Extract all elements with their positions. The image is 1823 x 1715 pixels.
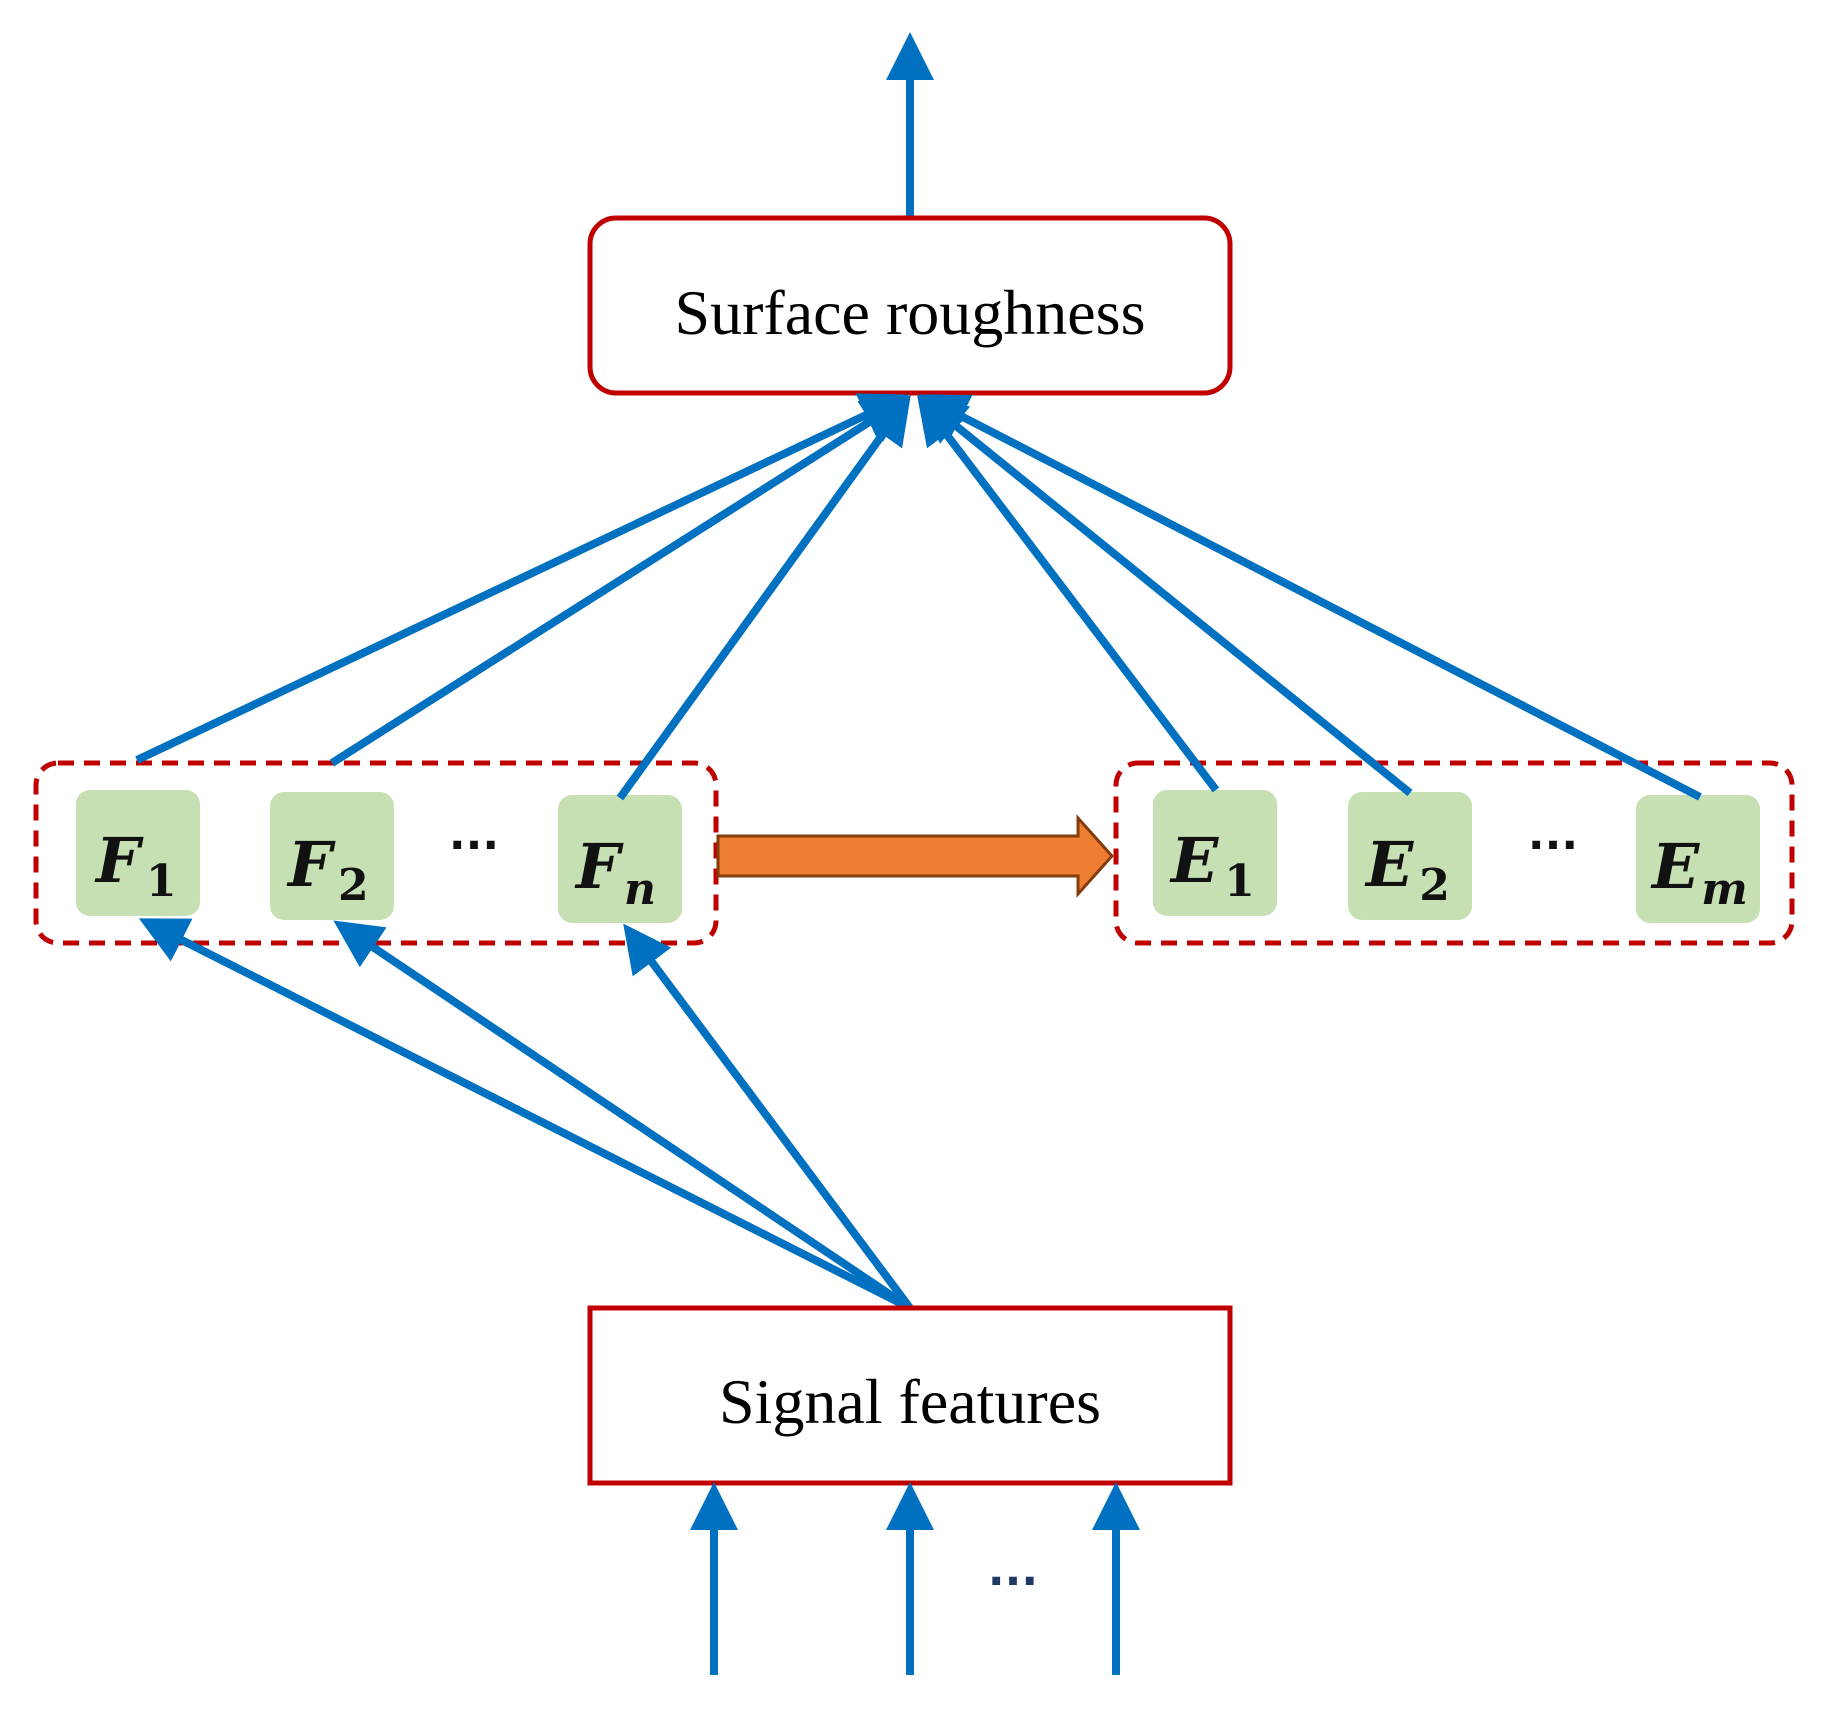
transfer-arrow	[716, 814, 1115, 898]
ensemble-group-border	[1113, 760, 1795, 946]
surface-roughness-label: Surface roughness	[675, 277, 1146, 348]
svg-text:F2: F2	[286, 828, 369, 911]
arrow-f2-to-roughness	[329, 395, 911, 767]
arrow-f1-to-roughness	[135, 393, 910, 764]
svg-text:F1: F1	[94, 824, 177, 907]
svg-text:E1: E1	[1169, 824, 1255, 907]
arrow-fn-to-roughness	[616, 395, 911, 801]
surface-roughness-box: Surface roughness	[587, 215, 1233, 396]
arrow-e2-to-roughness	[917, 394, 1413, 797]
arrow-em-to-roughness	[918, 394, 1702, 801]
feature-ellipsis: ···	[449, 820, 499, 871]
arrow-signal-to-fn	[623, 923, 914, 1311]
svg-text:Em: Em	[1650, 830, 1748, 915]
ensemble-ellipsis: ···	[1528, 820, 1578, 871]
ensemble-node-em: Em	[1636, 795, 1760, 923]
feature-node-fn: Fn	[558, 795, 682, 923]
arrow-e1-to-roughness	[917, 395, 1220, 793]
arrow-signal-to-f1	[138, 918, 912, 1312]
signal-features-box: Signal features	[587, 1305, 1233, 1486]
inputs-ellipsis: ···	[988, 1556, 1038, 1607]
svg-text:Fn: Fn	[574, 830, 656, 915]
signal-features-label: Signal features	[719, 1366, 1101, 1437]
arrow-signal-to-f2	[333, 920, 913, 1312]
svg-text:E2: E2	[1364, 828, 1450, 911]
